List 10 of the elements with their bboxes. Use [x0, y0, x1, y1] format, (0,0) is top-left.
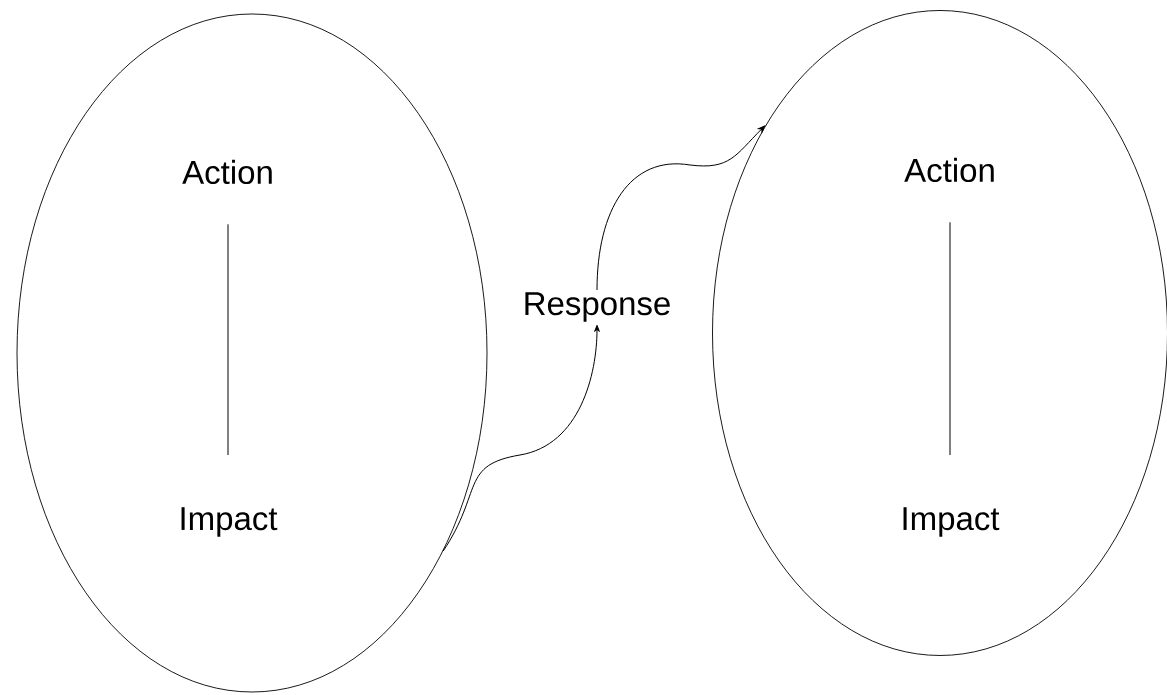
- connector-line: [949, 221, 951, 456]
- curved-arrow: [596, 125, 766, 291]
- label-text: Action: [182, 159, 272, 185]
- curved-arrow: [442, 324, 600, 552]
- label-text: Impact: [903, 507, 1000, 537]
- connector-line: [227, 223, 229, 456]
- label-text: Impact: [181, 507, 278, 537]
- label-text: Action: [904, 157, 994, 183]
- node-text: Response: [525, 292, 670, 322]
- ellipse: [16, 13, 488, 693]
